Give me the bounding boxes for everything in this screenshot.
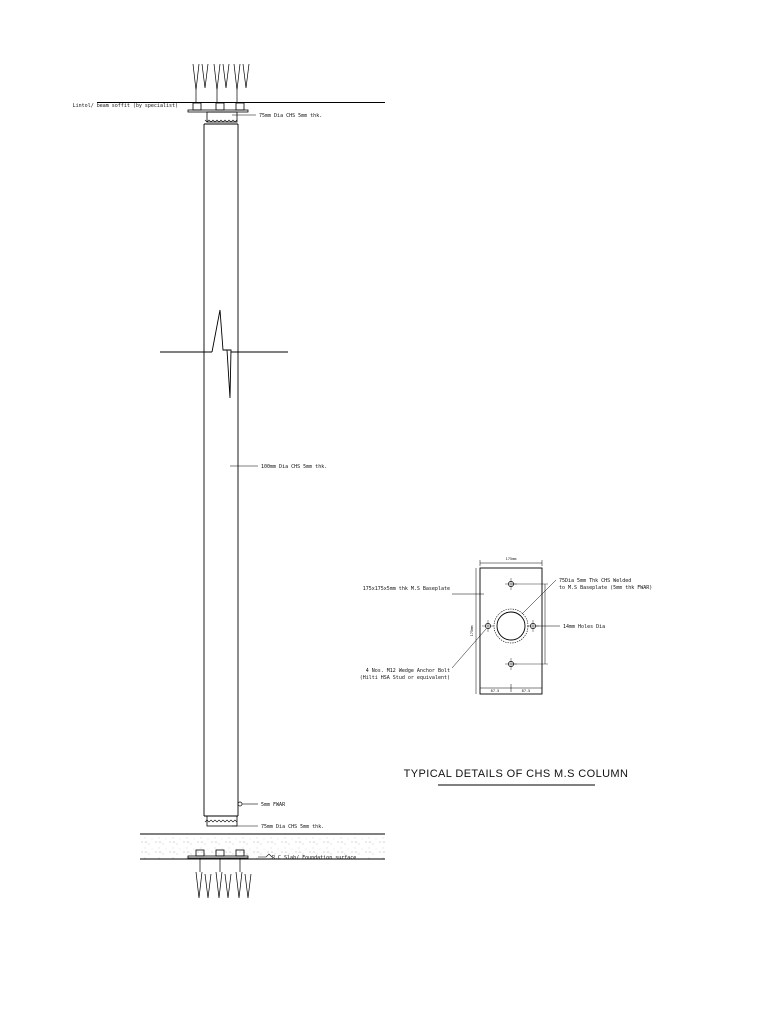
plan-bottom-dimension-left: 87.5 xyxy=(491,689,500,693)
break-line xyxy=(160,309,288,399)
top-anchor-bolt-mid xyxy=(213,63,230,102)
chs-weld-ring xyxy=(493,608,529,644)
baseplate-outline xyxy=(479,567,543,695)
holes-label: 14mm Holes Dia xyxy=(563,624,605,630)
slab-label: R.C Slab/ Foundation surface xyxy=(272,855,356,861)
bolt-hole-left xyxy=(482,620,494,632)
column-spec-label: 100mm Dia CHS 5mm thk. xyxy=(261,464,327,470)
bolt-hole-bottom xyxy=(505,658,517,670)
drawing-title-block: TYPICAL DETAILS OF CHS M.S COLUMN xyxy=(404,768,629,786)
bottom-weld xyxy=(204,819,238,823)
bolt-label-line2: (Hilti HSA Stud or equivalent) xyxy=(360,675,450,681)
top-stub-label: 75mm Dia CHS 5mm thk. xyxy=(259,113,322,119)
top-nut xyxy=(235,102,245,111)
concrete-slab xyxy=(140,834,385,859)
bottom-nut xyxy=(215,849,225,857)
bottom-anchor-bolt-left xyxy=(195,858,212,899)
baseplate-label: 175x175x5mm thk M.S Baseplate xyxy=(363,586,450,592)
bottom-stub-label: 75mm Dia CHS 5mm thk. xyxy=(261,824,324,830)
bottom-connection: 5mm FWAR 75mm Dia CHS 5mm thk. R.C Slab/… xyxy=(140,801,385,899)
top-anchor-bolt-left xyxy=(192,63,209,102)
main-column: 100mm Dia CHS 5mm thk. xyxy=(160,123,327,817)
top-nut xyxy=(215,102,225,111)
baseplate-plan: 175mm 175mm 87.5 87.5 xyxy=(360,557,652,695)
chs-label-line1: 75Dia 5mm Thk CHS Welded xyxy=(559,578,631,584)
bottom-nut xyxy=(235,849,245,857)
top-stub xyxy=(206,111,238,123)
bottom-anchor-bolt-right xyxy=(235,858,252,899)
chs-label-line2: to M.S Baseplate (5mm thk FWAR) xyxy=(559,585,652,591)
plan-top-dimension: 175mm xyxy=(506,557,517,561)
bottom-anchor-bolt-mid xyxy=(215,858,232,899)
bolt-hole-top xyxy=(505,578,517,590)
weld-label: 5mm FWAR xyxy=(261,802,286,808)
top-weld xyxy=(204,119,238,123)
beam-soffit-label: Lintol/ beam soffit (by specialist) xyxy=(73,103,178,109)
drawing-title: TYPICAL DETAILS OF CHS M.S COLUMN xyxy=(404,768,629,780)
chs-circle xyxy=(496,611,526,641)
bolt-label-line1: 4 Nos. M12 Wedge Anchor Bolt xyxy=(366,668,450,674)
top-anchor-bolt-right xyxy=(233,63,250,102)
bottom-stub xyxy=(206,815,238,827)
plan-side-dimension: 175mm xyxy=(470,626,474,637)
top-nut xyxy=(192,102,202,111)
top-connection: Lintol/ beam soffit (by specialist) 75mm… xyxy=(73,63,385,123)
plan-bottom-dimension-right: 87.5 xyxy=(522,689,531,693)
bottom-nut xyxy=(195,849,205,857)
